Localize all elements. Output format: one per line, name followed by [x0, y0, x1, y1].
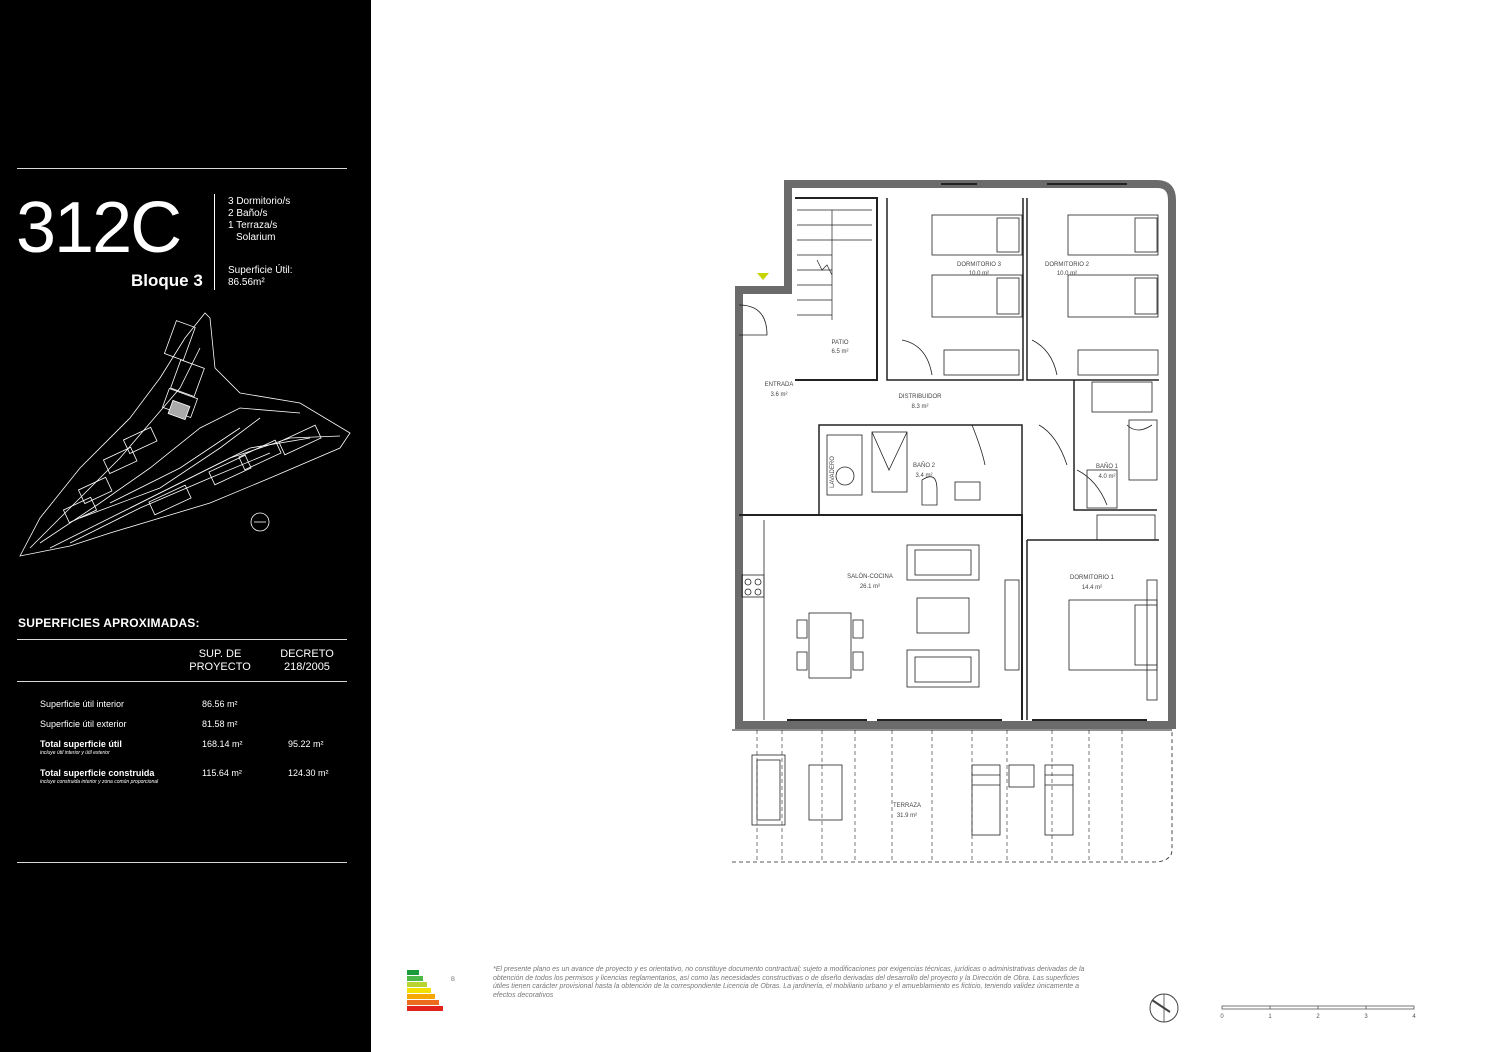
- row-project-value: 115.64 m²: [202, 768, 242, 778]
- row-decree-value: 124.30 m²: [288, 768, 329, 778]
- unit-features: 3 Dormitorio/s 2 Baño/s 1 Terraza/s Sola…: [228, 196, 290, 244]
- divider: [17, 168, 347, 169]
- col-header-decree-line2: 218/2005: [284, 661, 330, 673]
- feature-bathrooms: 2 Baño/s: [228, 208, 268, 219]
- energy-class: B: [451, 977, 455, 983]
- room-bano1-name: BAÑO 1: [1096, 463, 1119, 470]
- room-entrada-name: ENTRADA: [765, 382, 794, 388]
- col-header-project-line2: PROYECTO: [189, 661, 251, 673]
- feature-bedrooms: 3 Dormitorio/s: [228, 196, 291, 207]
- room-dormitorio2-name: DORMITORIO 2: [1045, 262, 1090, 268]
- row-label: Superficie útil exterior: [40, 719, 127, 729]
- room-entrada-area: 3.6 m²: [770, 392, 787, 398]
- room-labels: PATIO 6.5 m² ENTRADA 3.6 m² DISTRIBUIDOR…: [765, 262, 1119, 819]
- scale-tick: 4: [1412, 1014, 1416, 1020]
- areas-title: SUPERFICIES APROXIMADAS:: [18, 616, 200, 630]
- row-project-value: 81.58 m²: [202, 719, 238, 729]
- room-patio-name: PATIO: [831, 340, 848, 346]
- disclaimer-text: *El presente plano es un avance de proye…: [493, 966, 1085, 999]
- col-header-project-line1: SUP. DE: [198, 648, 242, 660]
- room-dormitorio1-name: DORMITORIO 1: [1070, 575, 1115, 581]
- site-map-illustration: [19, 312, 351, 557]
- row-label: Total superficie útil: [40, 739, 122, 749]
- row-decree-value: 95.22 m²: [288, 739, 324, 749]
- scale-tick: 1: [1268, 1014, 1272, 1020]
- exterior-wall: [735, 180, 1176, 729]
- room-patio-area: 6.5 m²: [831, 349, 848, 355]
- room-lavadero-name: LAVADERO: [830, 456, 836, 488]
- room-terraza-name: TERRAZA: [893, 803, 921, 809]
- scale-tick: 3: [1364, 1014, 1368, 1020]
- north-arrow-icon: [1149, 993, 1179, 1023]
- useful-area-label: Superficie Útil:: [228, 265, 293, 276]
- energy-rating-icon: B: [407, 970, 455, 1011]
- unit-code: 312C: [16, 188, 182, 268]
- room-salon-name: SALÓN-COCINA: [847, 573, 893, 580]
- row-note: incluye construida interior y zona común…: [40, 779, 159, 785]
- room-salon-area: 26.1 m²: [860, 584, 880, 590]
- row-project-value: 86.56 m²: [202, 699, 238, 709]
- room-distribuidor-name: DISTRIBUIDOR: [898, 394, 942, 400]
- room-bano2-name: BAÑO 2: [913, 462, 936, 469]
- scale-bar: 0 1 2 3 4: [1220, 1005, 1416, 1020]
- col-header-decree-line1: DECRETO: [280, 648, 334, 660]
- vertical-divider: [214, 194, 215, 290]
- divider: [17, 862, 347, 863]
- row-label: Superficie útil interior: [40, 699, 125, 709]
- row-note: incluye útil interior y útil exterior: [40, 750, 110, 756]
- floor-plan: PATIO 6.5 m² ENTRADA 3.6 m² DISTRIBUIDOR…: [732, 180, 1176, 863]
- room-dormitorio3-area: 10.0 m²: [969, 271, 989, 277]
- room-terraza-area: 31.9 m²: [897, 813, 917, 819]
- col-header-decree: DECRETO 218/2005: [262, 648, 352, 674]
- feature-terraces: 1 Terraza/s: [228, 220, 278, 231]
- block-label: Bloque 3: [131, 271, 203, 290]
- row-label: Total superficie construida: [40, 768, 155, 778]
- row-project-value: 168.14 m²: [202, 739, 243, 749]
- scale-tick: 0: [1220, 1014, 1224, 1020]
- room-dormitorio3-name: DORMITORIO 3: [957, 262, 1002, 268]
- room-bano1-area: 4.0 m²: [1098, 474, 1115, 480]
- useful-area-value: 86.56m²: [228, 277, 265, 288]
- room-dormitorio1-area: 14.4 m²: [1082, 585, 1102, 591]
- feature-solarium: Solarium: [236, 232, 276, 243]
- useful-area: Superficie Útil: 86.56m²: [228, 265, 292, 289]
- entrance-marker: [757, 273, 769, 280]
- scale-tick: 2: [1316, 1014, 1320, 1020]
- room-bano2-area: 3.4 m²: [915, 473, 932, 479]
- info-sidebar: 312C Bloque 3 3 Dormitorio/s 2 Baño/s 1 …: [0, 0, 371, 1052]
- divider: [17, 681, 347, 682]
- divider: [17, 639, 347, 640]
- room-distribuidor-area: 8.3 m²: [911, 404, 928, 410]
- room-dormitorio2-area: 10.0 m²: [1057, 271, 1077, 277]
- col-header-project: SUP. DE PROYECTO: [175, 648, 265, 674]
